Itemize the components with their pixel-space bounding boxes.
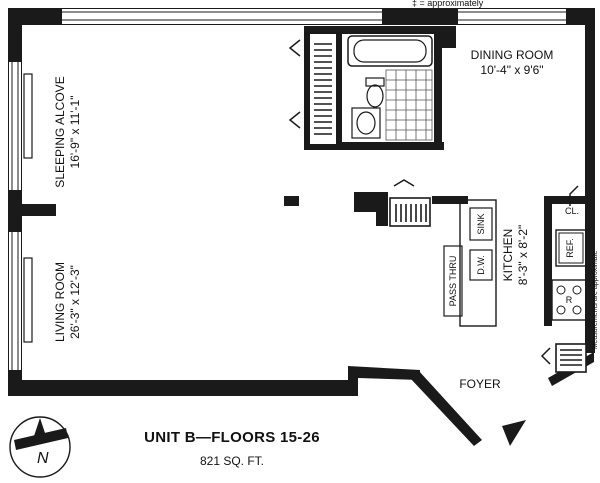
side-note: Measurements are approximate [592, 250, 599, 349]
kitchen-sink [469, 207, 493, 241]
approx-note: ‡ = approximately [412, 0, 484, 8]
toilet [365, 77, 385, 108]
door-swings [288, 39, 579, 365]
kitchen-dims: 8'-3" x 8'-2" [516, 225, 530, 285]
fridge-label: REF. [565, 238, 575, 258]
range [551, 279, 587, 321]
plan-title: UNIT B—FLOORS 15-26 [144, 429, 320, 446]
compass-north: N [37, 450, 49, 467]
windows [9, 9, 566, 370]
dishwasher [469, 249, 493, 281]
fridge [555, 229, 587, 267]
sink-label: SINK [476, 213, 486, 234]
living-room-dims: 26'-3" x 12'-3" [68, 265, 82, 339]
living-room-name: LIVING ROOM [53, 262, 67, 342]
foyer-label: FOYER [459, 377, 501, 391]
pass-thru-label: PASS THRU [448, 256, 458, 307]
bath-sink [351, 107, 381, 139]
plan-area: 821 SQ. FT. [200, 454, 264, 468]
sleeping-alcove-dims: 16'-9" x 11'-1" [68, 96, 82, 169]
dining-room-dims: 10'-4" x 9'6" [480, 63, 543, 77]
dining-room-name: DINING ROOM [471, 48, 554, 62]
kitchen-closet [389, 197, 431, 227]
range-label: R [566, 295, 573, 305]
foyer-closet [555, 343, 587, 373]
closet-shelves [314, 43, 332, 135]
sleeping-alcove-name: SLEEPING ALCOVE [53, 76, 67, 187]
compass-icon: N [9, 416, 71, 478]
kitchen-name: KITCHEN [501, 229, 515, 282]
bathtub [347, 35, 433, 67]
bath-tile-floor [385, 69, 433, 141]
interior-walls [8, 26, 588, 327]
dishwasher-label: D.W. [476, 255, 486, 275]
closet-label: CL. [565, 206, 579, 216]
